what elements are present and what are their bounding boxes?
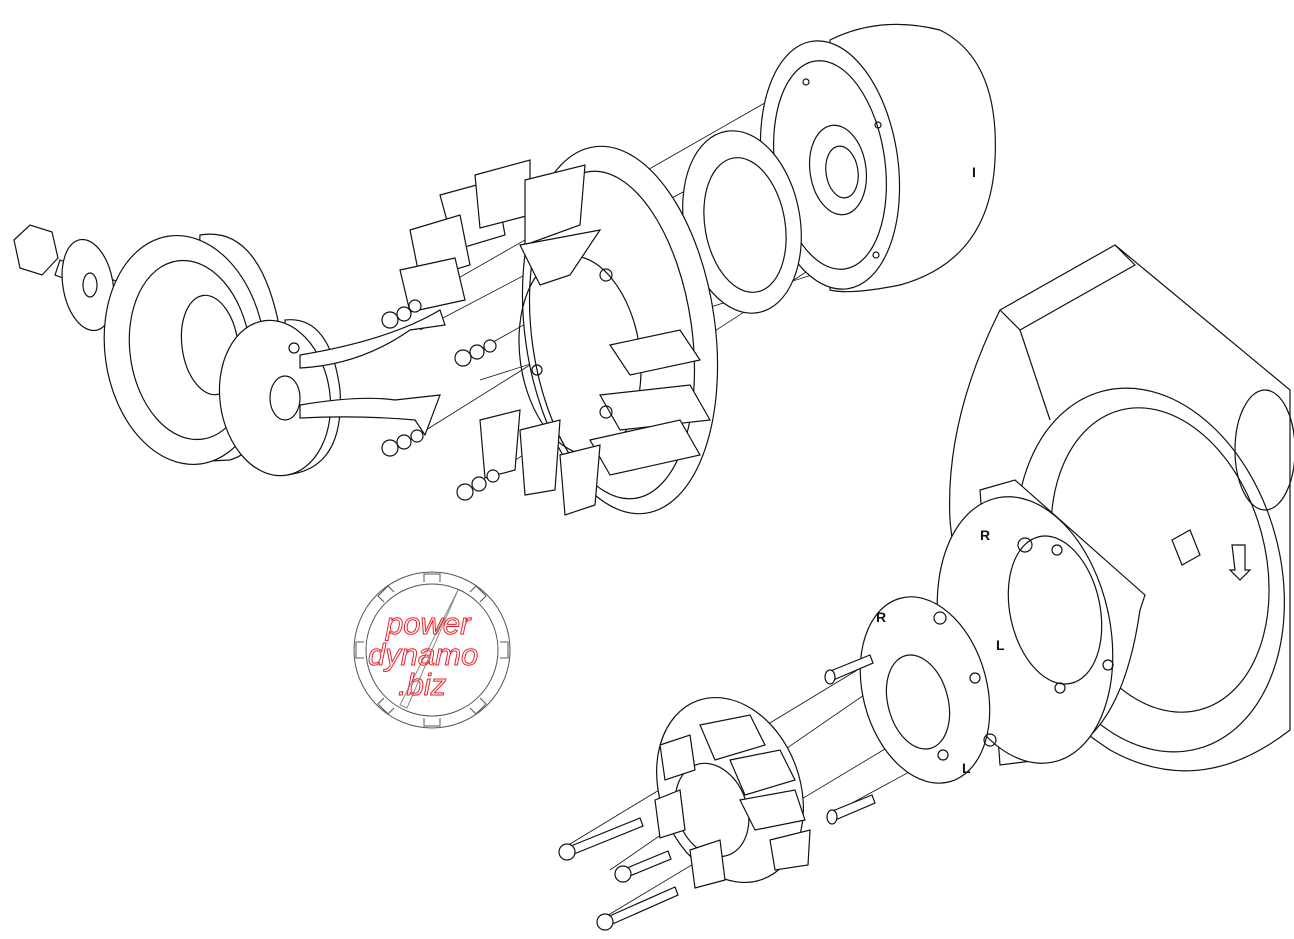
plate-large-r-mark: R xyxy=(980,527,990,543)
fan-screws xyxy=(381,299,500,501)
spacer-ring xyxy=(682,130,802,314)
cooling-fan xyxy=(399,145,719,516)
plate-screws xyxy=(824,654,876,825)
drum-mark: I xyxy=(972,164,976,180)
pulley-disc xyxy=(218,309,446,477)
plate-small-r-mark: R xyxy=(876,609,886,625)
logo-line3: .biz xyxy=(398,667,447,702)
logo-line2: dynamo xyxy=(368,637,478,672)
plate-small-l-mark: L xyxy=(962,760,971,776)
logo-line1: power xyxy=(385,606,472,641)
plate-large-l-mark: L xyxy=(996,637,1005,653)
ignition-plate-small: R L xyxy=(859,596,997,784)
stator xyxy=(654,696,811,889)
powerdynamo-logo: power dynamo .biz xyxy=(353,571,511,729)
stator-screws xyxy=(558,817,679,931)
